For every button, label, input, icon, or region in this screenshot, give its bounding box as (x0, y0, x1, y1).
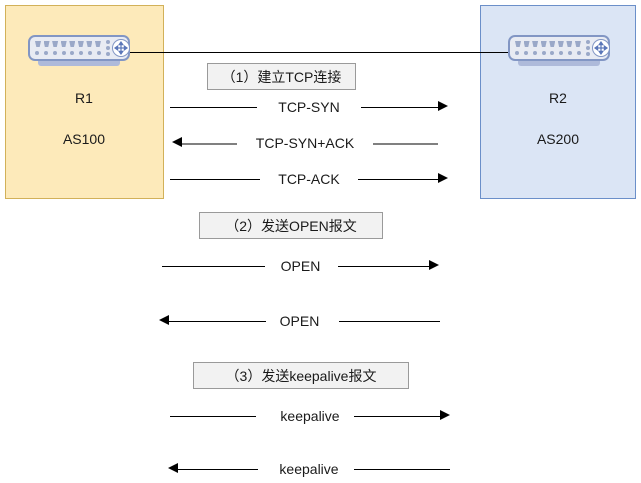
phase-box-2[interactable]: （2）发送OPEN报文 (199, 212, 383, 239)
router-arrows-icon (592, 39, 610, 57)
message-label: TCP-ACK (170, 168, 448, 190)
message-label: TCP-SYN (170, 96, 448, 118)
router-ports-bottom (35, 51, 101, 55)
node-name-r1: R1 (75, 90, 93, 106)
message-arrow-tcp-syn-ack[interactable]: TCP-SYN+ACK (172, 132, 438, 154)
arrowhead-left-icon (172, 137, 182, 147)
router-ports-top (515, 41, 581, 47)
router-arrows-icon (112, 39, 130, 57)
router-icon-r2[interactable] (508, 35, 610, 69)
arrowhead-right-icon (440, 410, 450, 420)
phase-box-3[interactable]: （3）发送keepalive报文 (193, 362, 409, 389)
message-arrow-keepalive-out[interactable]: keepalive (170, 405, 450, 427)
message-label: keepalive (170, 405, 450, 427)
router-leds (106, 40, 110, 56)
router-icon-r1[interactable] (28, 35, 130, 69)
arrowhead-right-icon (438, 173, 448, 183)
arrowhead-left-icon (159, 315, 169, 325)
message-arrow-tcp-syn[interactable]: TCP-SYN (170, 96, 448, 118)
message-arrow-tcp-ack[interactable]: TCP-ACK (170, 168, 448, 190)
message-label: OPEN (159, 310, 440, 332)
arrowhead-left-icon (168, 463, 178, 473)
message-label: keepalive (168, 458, 450, 480)
arrowhead-right-icon (429, 260, 439, 270)
router-ports-top (35, 41, 101, 47)
node-as-r2: AS200 (536, 131, 580, 147)
node-as-r1: AS100 (62, 131, 106, 147)
phase-box-1[interactable]: （1）建立TCP连接 (207, 63, 356, 90)
message-arrow-open-in[interactable]: OPEN (159, 310, 440, 332)
arrowhead-right-icon (438, 101, 448, 111)
router-base (518, 61, 600, 66)
router-ports-bottom (515, 51, 581, 55)
message-label: TCP-SYN+ACK (172, 132, 438, 154)
message-arrow-keepalive-in[interactable]: keepalive (168, 458, 450, 480)
router-base (38, 61, 120, 66)
node-name-r2: R2 (549, 90, 567, 106)
message-label: OPEN (162, 255, 439, 277)
message-arrow-open-out[interactable]: OPEN (162, 255, 439, 277)
router-link-line (128, 52, 516, 53)
router-leds (586, 40, 590, 56)
